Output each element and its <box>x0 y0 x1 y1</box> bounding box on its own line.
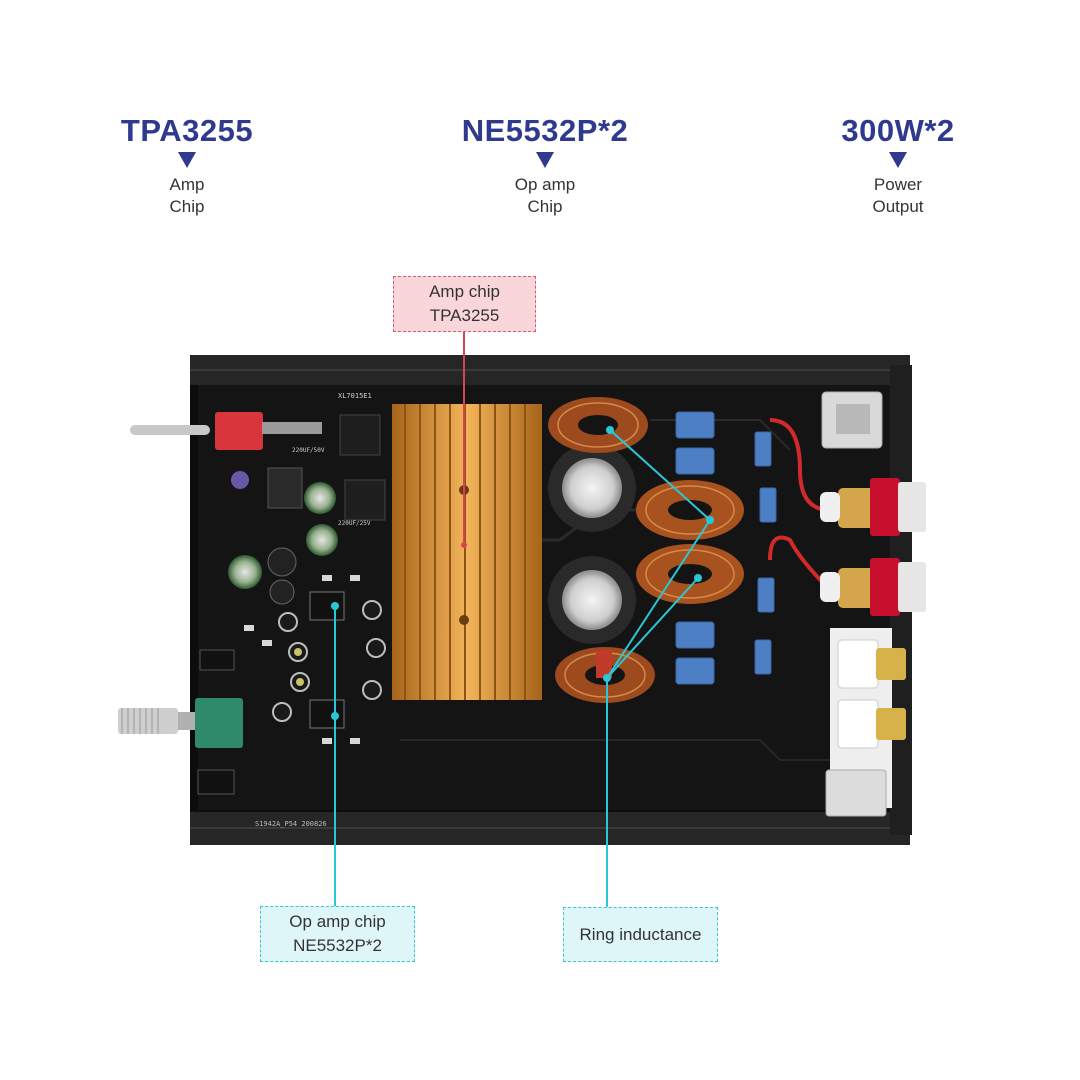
usb-port <box>825 769 887 817</box>
speaker-terminal-2 <box>838 558 926 616</box>
down-arrow-icon <box>536 152 554 168</box>
board-cap-mark-2: 220UF/25V <box>338 520 371 527</box>
volume-potentiometer <box>195 698 243 748</box>
callout-line1: Amp chip <box>429 282 500 301</box>
spec-amp-chip: TPA3255 Amp Chip <box>57 112 317 218</box>
ring-inductors <box>548 397 744 703</box>
spec-title: TPA3255 <box>120 113 254 148</box>
callout-line1: Op amp chip <box>289 912 386 931</box>
spec-title: NE5532P*2 <box>461 113 629 148</box>
rca-input-2 <box>837 699 879 749</box>
spec-subtitle-line2: Chip <box>169 197 205 216</box>
down-arrow-icon <box>889 152 907 168</box>
leader-lines-ring <box>606 429 711 908</box>
board-serial: S1942A_P54 200826 <box>255 820 327 828</box>
callout-line1: Ring inductance <box>579 924 702 944</box>
speaker-terminal-1 <box>838 478 926 536</box>
callout-line2: TPA3255 <box>429 306 500 325</box>
volume-knob-shaft <box>118 708 178 734</box>
rca-input-1 <box>837 639 879 689</box>
callout-op-amp-chip: Op amp chip NE5532P*2 <box>260 906 415 962</box>
callout-line2: NE5532P*2 <box>293 936 382 955</box>
down-arrow-icon <box>178 152 196 168</box>
spec-title: 300W*2 <box>841 113 955 148</box>
spec-subtitle-line1: Op amp <box>514 175 576 194</box>
toggle-lever <box>130 425 210 435</box>
op-amp-chip-2 <box>309 699 345 729</box>
callout-amp-chip: Amp chip TPA3255 <box>393 276 536 332</box>
board-cap-mark-1: 220UF/50V <box>292 447 325 454</box>
callout-ring-inductance: Ring inductance <box>563 907 718 962</box>
spec-subtitle-line1: Amp <box>169 175 205 194</box>
spec-op-amp-chip: NE5532P*2 Op amp Chip <box>415 112 675 218</box>
spec-subtitle-line2: Chip <box>527 197 563 216</box>
board-chip-mark: XL7015E1 <box>338 392 372 400</box>
spec-subtitle-line2: Output <box>872 197 924 216</box>
spec-power-output: 300W*2 Power Output <box>768 112 1028 218</box>
spec-subtitle-line1: Power <box>873 175 923 194</box>
toggle-switch-body <box>215 412 263 450</box>
heatsink <box>392 404 542 700</box>
